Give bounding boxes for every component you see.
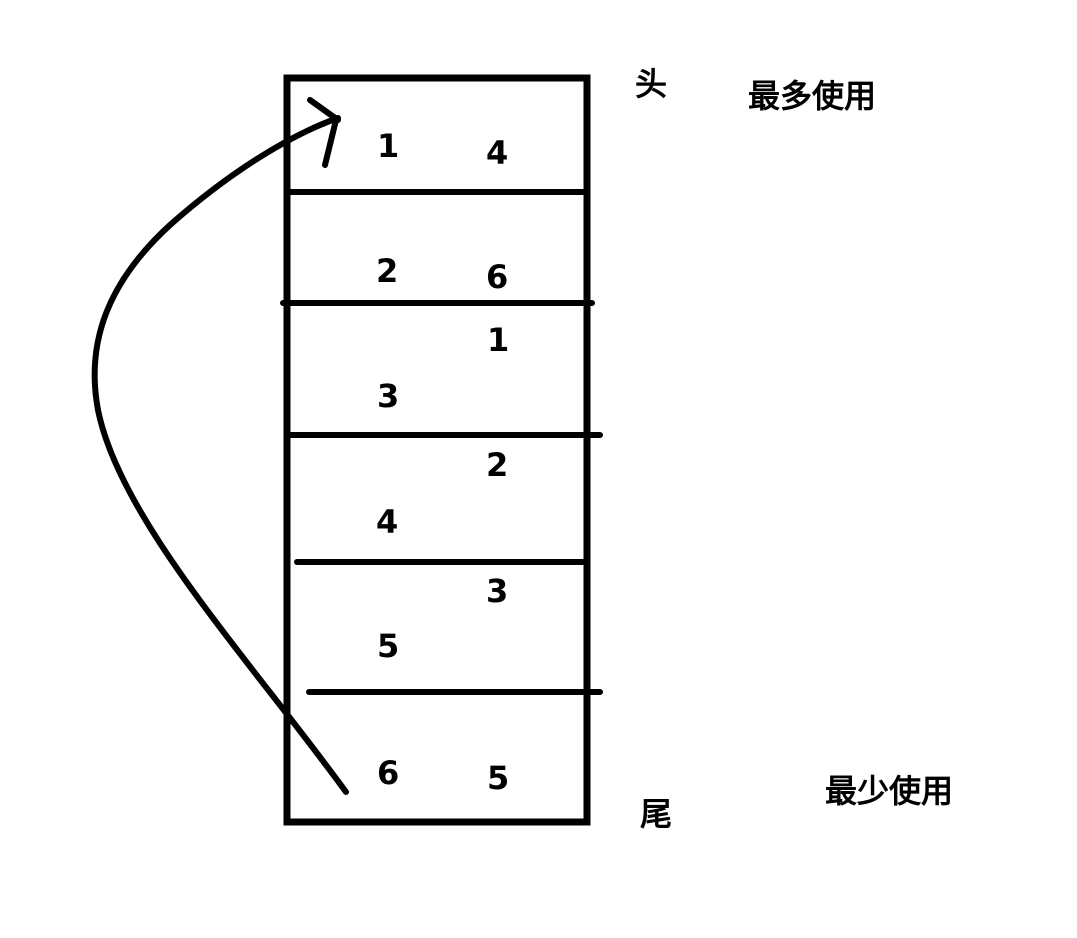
before-node-3: 3 [377, 377, 400, 415]
after-node-4: 2 [486, 446, 509, 484]
list-container-box [283, 74, 591, 826]
after-node-3: 1 [487, 321, 510, 359]
head-label: 头 [635, 65, 668, 103]
before-node-6: 6 [377, 754, 400, 792]
before-node-4: 4 [376, 503, 399, 541]
after-node-2: 6 [486, 258, 509, 296]
least-used-label: 最少使用 [825, 772, 954, 810]
move-to-head-arrow [91, 115, 349, 795]
arrowhead-right-stroke [322, 117, 339, 168]
tail-label: 尾 [640, 795, 673, 833]
before-node-5: 5 [377, 627, 400, 665]
after-node-1: 4 [486, 134, 509, 172]
arrowhead-left-stroke [307, 97, 341, 123]
before-node-1: 1 [377, 127, 400, 165]
after-node-5: 3 [486, 572, 509, 610]
before-node-2: 2 [376, 252, 399, 290]
after-node-6: 5 [487, 759, 510, 797]
most-used-label: 最多使用 [748, 77, 877, 115]
